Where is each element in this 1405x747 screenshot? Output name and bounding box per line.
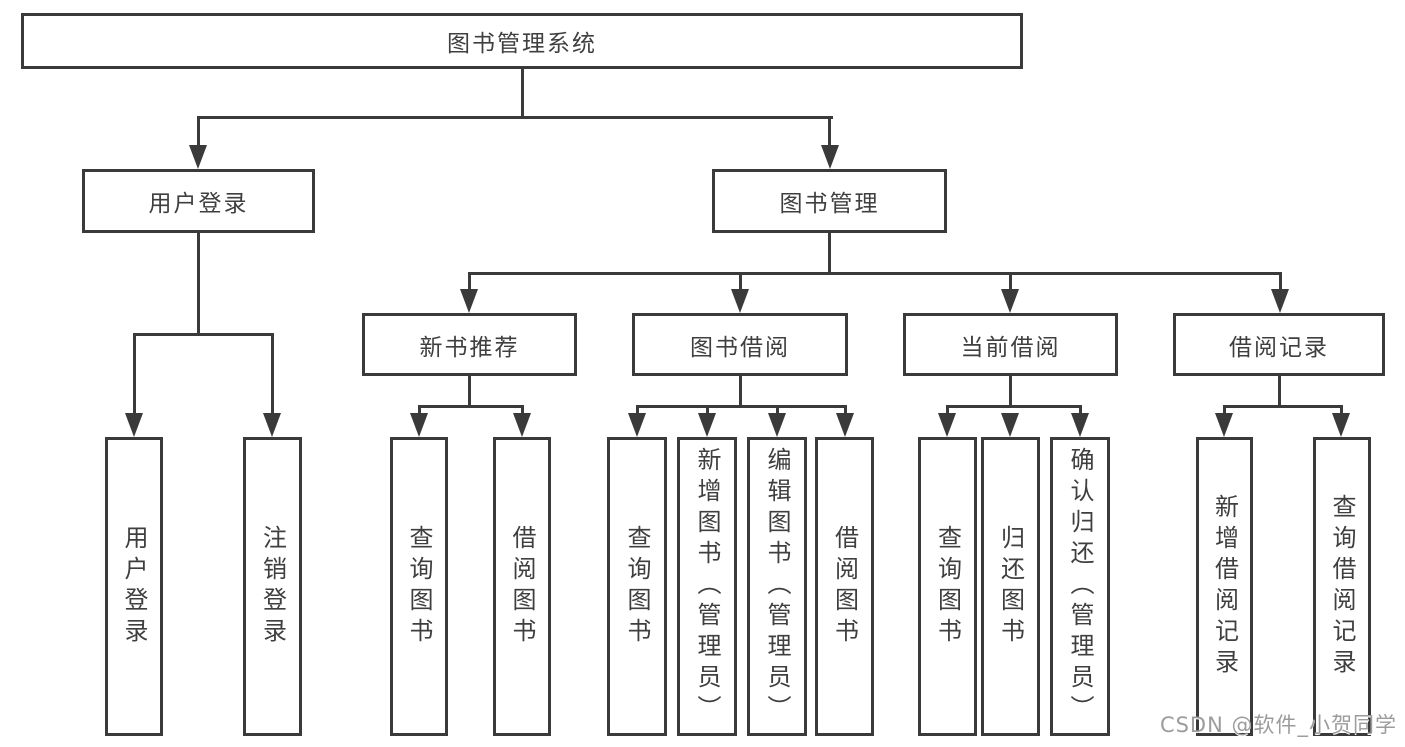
connector-bm-leg-4 [1279, 272, 1282, 292]
arrow-g4-1 [938, 413, 956, 437]
arrow-g3-3 [768, 413, 786, 437]
arrow-g5-1 [1215, 413, 1233, 437]
node-label: 新书推荐 [419, 334, 520, 361]
connector-g3-leg-3 [776, 405, 779, 417]
connector-g5-bar [1223, 405, 1343, 408]
leaf-label: 查询图书 [623, 524, 651, 649]
connector-g3-feed [739, 376, 742, 408]
leaf-edit-books-admin: 编辑图书（管理员） [747, 437, 807, 736]
connector-g2-bar [418, 405, 524, 408]
leaf-label: 用户登录 [120, 524, 148, 649]
connector-book-management-bar [468, 272, 1282, 275]
node-label: 图书管理系统 [447, 31, 597, 57]
node-book-borrowing: 图书借阅 [632, 313, 848, 376]
arrow-to-book-management [821, 145, 839, 169]
connector-root-leg-right [828, 116, 831, 148]
connector-g4-feed [1009, 376, 1012, 408]
leaf-label: 查询借阅记录 [1328, 493, 1356, 680]
leaf-label: 查询图书 [405, 524, 433, 649]
node-new-book-recommend: 新书推荐 [362, 313, 577, 376]
connector-bm-leg-1 [468, 272, 471, 292]
connector-g3-bar [636, 405, 847, 408]
connector-user-login-leg-2 [271, 333, 274, 415]
node-root-library-management-system: 图书管理系统 [21, 13, 1023, 69]
leaf-user-login: 用户登录 [105, 437, 163, 736]
connector-g4-leg-1 [946, 405, 949, 417]
node-label: 图书管理 [779, 191, 880, 217]
arrow-to-current-borrowing [1001, 289, 1019, 313]
node-label: 用户登录 [148, 191, 249, 217]
arrow-g3-2 [698, 413, 716, 437]
node-borrowing-records: 借阅记录 [1173, 313, 1385, 376]
leaf-borrow-books-borrowing: 借阅图书 [815, 437, 874, 736]
arrow-to-new-book-recommend [460, 289, 478, 313]
leaf-return-books: 归还图书 [981, 437, 1040, 736]
leaf-label: 确认归还（管理员） [1066, 447, 1094, 726]
connector-g2-leg-2 [521, 405, 524, 417]
leaf-label: 新增借阅记录 [1210, 493, 1239, 680]
leaf-label: 借阅图书 [830, 524, 859, 649]
leaf-label: 归还图书 [996, 524, 1025, 649]
connector-bm-leg-2 [739, 272, 742, 292]
connector-root-bar [197, 116, 833, 119]
connector-g2-feed [468, 376, 471, 408]
leaf-query-books-recommend: 查询图书 [390, 437, 448, 736]
node-label: 图书借阅 [690, 334, 790, 361]
connector-bm-leg-3 [1009, 272, 1012, 292]
arrow-g5-2 [1332, 413, 1350, 437]
arrow-g4-2 [1001, 413, 1019, 437]
leaf-add-borrow-record: 新增借阅记录 [1196, 437, 1253, 736]
connector-user-login-leg-1 [133, 333, 136, 415]
arrow-g3-1 [628, 413, 646, 437]
leaf-logout: 注销登录 [243, 437, 302, 736]
arrow-to-book-borrowing [731, 289, 749, 313]
leaf-query-books-current: 查询图书 [918, 437, 977, 736]
leaf-label: 编辑图书（管理员） [763, 447, 791, 726]
connector-g3-leg-1 [636, 405, 639, 417]
leaf-label: 注销登录 [258, 524, 287, 649]
node-current-borrowing: 当前借阅 [903, 313, 1118, 376]
csdn-watermark: CSDN @软件_小贺同学 [1159, 713, 1397, 737]
leaf-add-books-admin: 新增图书（管理员） [677, 437, 737, 736]
node-label: 借阅记录 [1229, 334, 1329, 361]
connector-g5-leg-2 [1340, 405, 1343, 417]
connector-g3-leg-2 [706, 405, 709, 417]
leaf-query-books-borrowing: 查询图书 [607, 437, 667, 736]
leaf-query-borrow-record: 查询借阅记录 [1313, 437, 1371, 736]
node-book-management: 图书管理 [712, 169, 947, 233]
leaf-label: 新增图书（管理员） [693, 447, 721, 726]
connector-g3-leg-4 [844, 405, 847, 417]
arrow-to-logout-leaf [263, 413, 281, 437]
connector-g5-feed [1278, 376, 1281, 408]
connector-g4-bar [946, 405, 1082, 408]
arrow-g2-1 [410, 413, 428, 437]
connector-g4-leg-3 [1079, 405, 1082, 417]
node-user-login: 用户登录 [82, 169, 315, 233]
connector-root-leg-left [197, 116, 200, 148]
node-label: 当前借阅 [960, 334, 1061, 361]
connector-g5-leg-1 [1223, 405, 1226, 417]
arrow-g4-3 [1071, 413, 1089, 437]
connector-g2-leg-1 [418, 405, 421, 417]
arrow-to-user-login-leaf [125, 413, 143, 437]
connector-user-login-feed [197, 233, 200, 336]
leaf-borrow-books-recommend: 借阅图书 [493, 437, 551, 736]
arrow-g3-4 [836, 413, 854, 437]
leaf-label: 借阅图书 [508, 524, 536, 649]
arrow-to-borrowing-records [1271, 289, 1289, 313]
connector-book-management-feed [828, 233, 831, 274]
arrow-to-user-login [189, 145, 207, 169]
leaf-label: 查询图书 [933, 524, 962, 649]
leaf-confirm-return-admin: 确认归还（管理员） [1050, 437, 1110, 736]
arrow-g2-2 [513, 413, 531, 437]
connector-root-feed [521, 69, 524, 117]
connector-user-login-bar [133, 333, 274, 336]
